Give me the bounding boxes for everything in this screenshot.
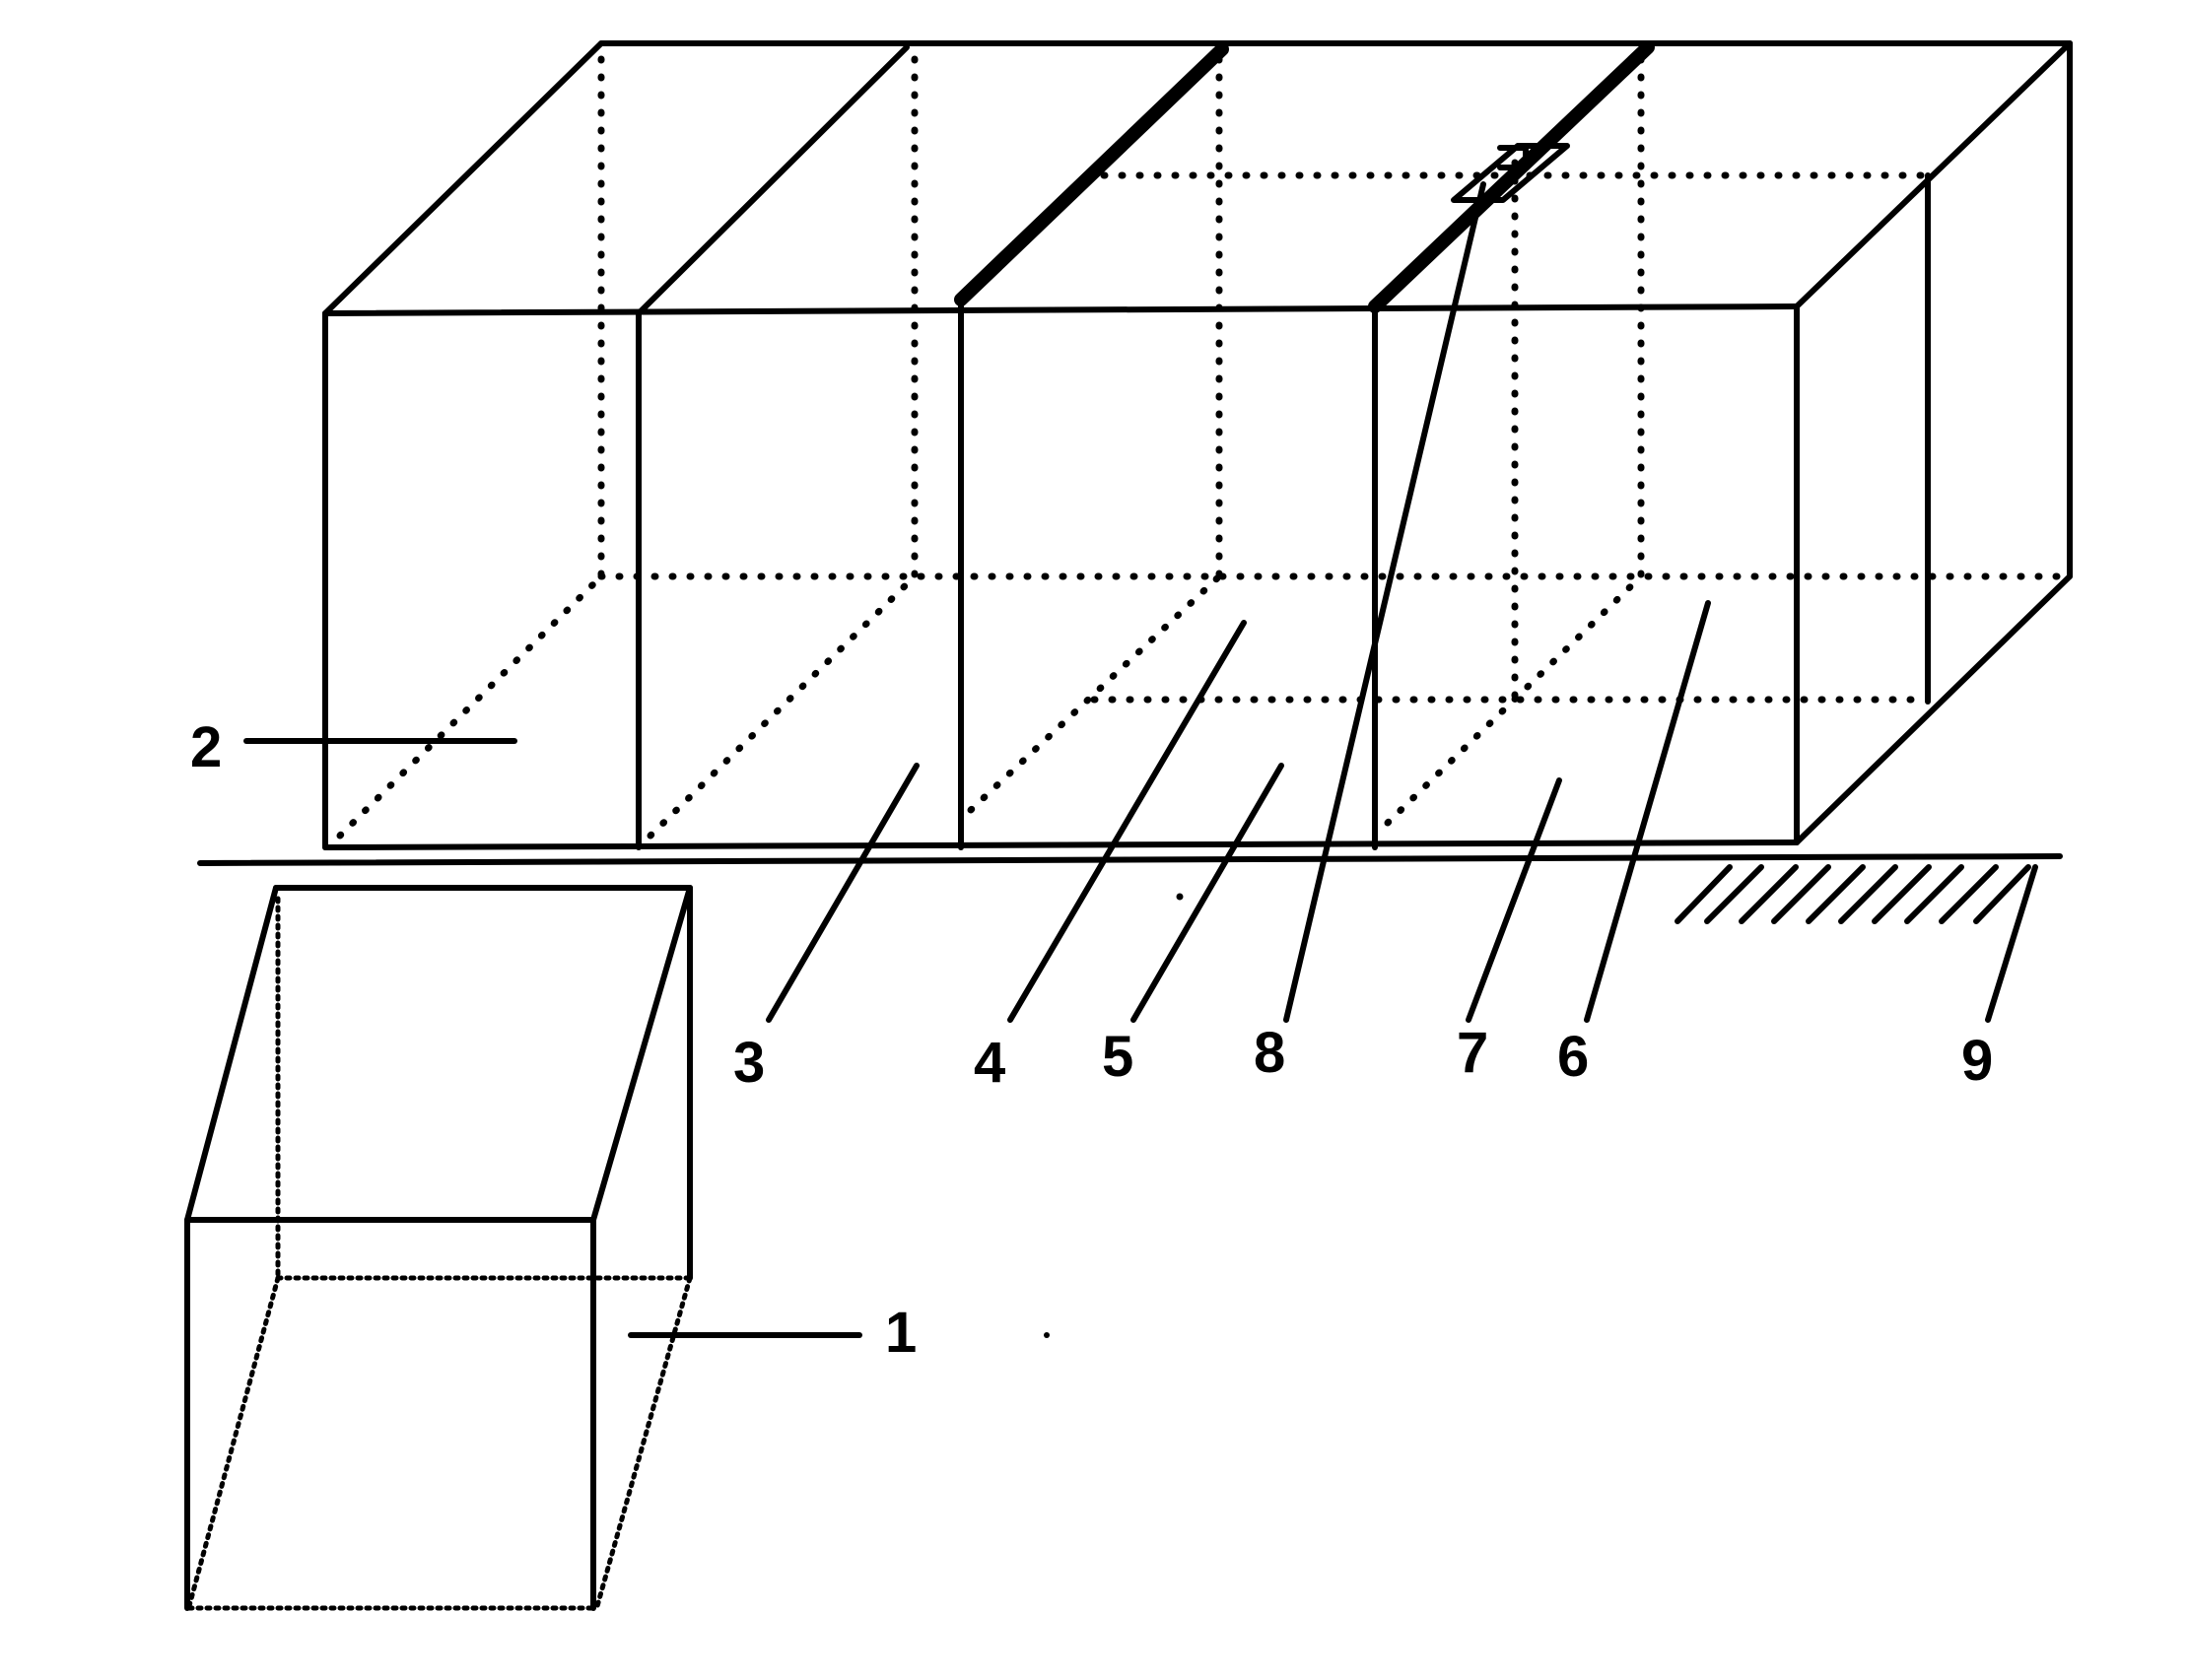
ground-hatch-7 [1872, 864, 1932, 924]
hidden-diagonal-3 [967, 572, 1223, 814]
leader-8 [1283, 181, 1486, 1023]
label-9: 9 [1961, 1029, 1993, 1093]
leader-lines [243, 181, 2038, 1338]
ground-hatch-6 [1838, 864, 1898, 924]
main-box-bottom-right-diagonal [1794, 573, 2073, 845]
lower-box-hidden-right-diagonal [594, 1275, 693, 1609]
ground-line [197, 853, 2063, 866]
sensor-plate [1451, 143, 1570, 203]
leader-4 [1007, 620, 1247, 1023]
main-box-front-top [322, 303, 1800, 316]
ground-hatch-9 [1939, 864, 1999, 924]
sensor-tab [1497, 145, 1529, 170]
leader-7 [1466, 777, 1562, 1023]
ground [197, 853, 2063, 924]
main-box-top-left-diagonal [322, 40, 604, 316]
ground-hatch-10 [1973, 864, 2031, 924]
leader-5 [1130, 763, 1284, 1023]
leader-3 [766, 763, 920, 1023]
divider-top-2 [954, 42, 1229, 306]
label-8: 8 [1254, 1021, 1285, 1085]
label-2: 2 [190, 715, 222, 779]
divider-top-1 [636, 44, 910, 316]
label-5: 5 [1102, 1025, 1133, 1089]
stray-dot-1 [1176, 893, 1184, 901]
label-7: 7 [1457, 1021, 1488, 1085]
ground-hatch-5 [1806, 864, 1866, 924]
main-box-top-right-diagonal [1794, 40, 2073, 309]
label-6: 6 [1557, 1025, 1589, 1089]
hidden-diagonal-4 [1384, 572, 1645, 827]
callout-labels: 1 2 3 4 5 8 7 6 9 [190, 715, 1993, 1365]
main-box [322, 40, 2073, 850]
leader-9 [1985, 864, 2038, 1023]
sensor-element [1451, 143, 1570, 203]
leader-6 [1584, 600, 1711, 1023]
ground-hatch-8 [1904, 864, 1964, 924]
ground-hatch-4 [1771, 864, 1831, 924]
ground-hatch-2 [1704, 864, 1764, 924]
main-box-front-bottom [322, 840, 1800, 850]
stray-dot-2 [1044, 1332, 1050, 1338]
lower-box [184, 885, 693, 1611]
hidden-diagonal-2 [647, 572, 919, 840]
lower-box-right-diagonal [590, 885, 693, 1223]
lower-box-left-diagonal [184, 885, 279, 1223]
label-4: 4 [974, 1031, 1005, 1095]
label-1: 1 [885, 1301, 917, 1365]
ground-hatch-1 [1675, 864, 1733, 924]
lower-box-hidden-left-diagonal [186, 1275, 281, 1609]
ground-hatch-3 [1739, 864, 1799, 924]
label-3: 3 [733, 1031, 765, 1095]
hidden-diagonal-1 [336, 572, 605, 840]
